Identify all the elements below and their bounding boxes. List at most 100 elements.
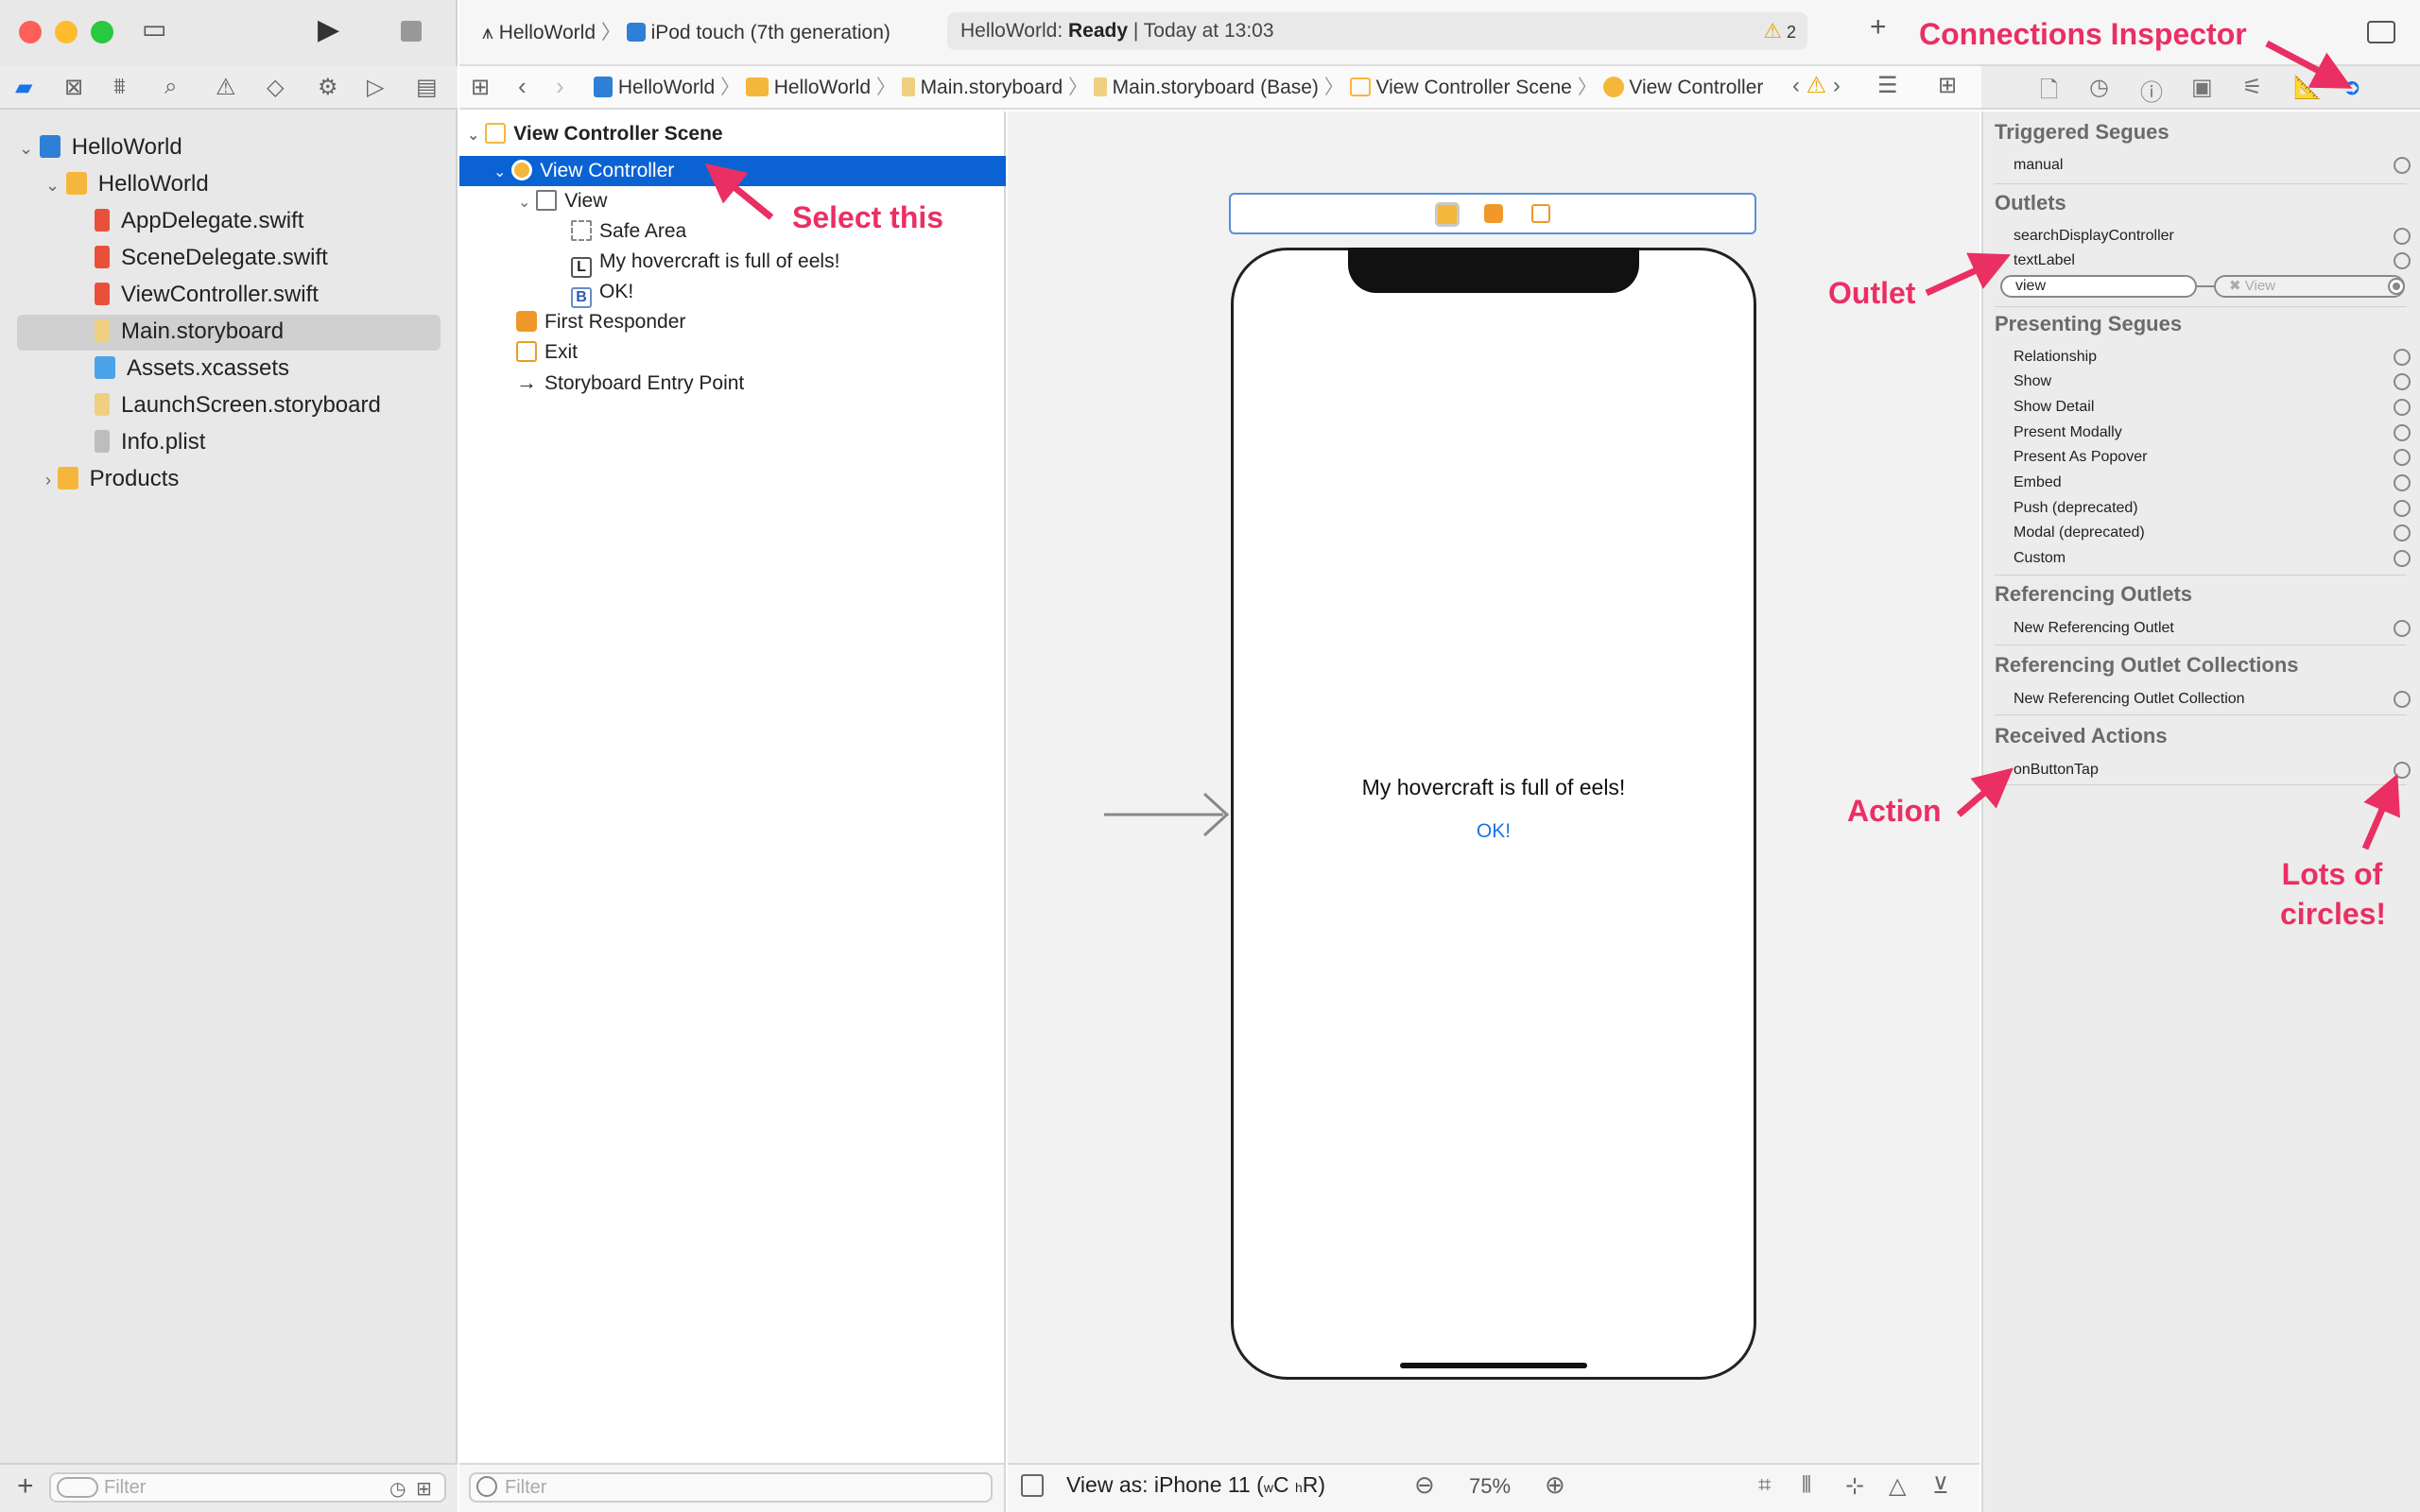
tree-item-file[interactable]: ViewController.swift: [95, 278, 319, 312]
minimize-window-button[interactable]: [55, 21, 78, 43]
outline-view[interactable]: ⌄ View: [518, 190, 608, 212]
tree-item-group[interactable]: ⌄ HelloWorld: [45, 171, 209, 197]
source-control-filter-icon[interactable]: ⊞: [416, 1479, 432, 1500]
connected-circle-icon[interactable]: [2388, 278, 2405, 295]
align-icon[interactable]: ⫴: [1802, 1472, 1812, 1498]
run-icon[interactable]: ▶: [318, 14, 340, 45]
search-icon[interactable]: ⌕: [164, 74, 178, 99]
outline-exit[interactable]: Exit: [516, 337, 578, 368]
tree-item-file[interactable]: Info.plist: [95, 425, 205, 459]
folder-icon[interactable]: ▰: [15, 75, 33, 100]
outline-safe-area[interactable]: Safe Area: [571, 216, 686, 247]
scheme-selector[interactable]: ⩚ HelloWorld 〉 iPod touch (7th generatio…: [482, 22, 890, 43]
tree-item-group[interactable]: › Products: [45, 466, 180, 491]
update-frames-icon[interactable]: ⌗: [1758, 1472, 1772, 1498]
file-inspector-icon[interactable]: 🗋: [2040, 77, 2059, 103]
tree-item-project[interactable]: ⌄ HelloWorld: [19, 134, 182, 160]
related-items-icon[interactable]: ⊞: [471, 75, 491, 100]
tree-item-file[interactable]: LaunchScreen.storyboard: [95, 388, 381, 422]
tree-item-file[interactable]: SceneDelegate.swift: [95, 241, 328, 275]
test-icon[interactable]: ◇: [267, 75, 285, 100]
connection-circle-icon[interactable]: [2394, 449, 2411, 466]
connection-circle-icon[interactable]: [2394, 762, 2411, 779]
filter-options-icon[interactable]: [57, 1477, 98, 1498]
connection-circle-icon[interactable]: [2394, 550, 2411, 567]
back-icon[interactable]: ‹: [518, 72, 527, 100]
dock-view-controller-icon[interactable]: [1435, 202, 1460, 227]
zoom-in-icon[interactable]: ⊕: [1545, 1470, 1565, 1499]
outline-view-controller[interactable]: ⌄ View Controller: [493, 160, 675, 181]
report-icon[interactable]: ▤: [416, 75, 438, 100]
view-icon: [536, 190, 558, 211]
connections-inspector-icon[interactable]: ➲: [2342, 75, 2362, 100]
warning-indicator[interactable]: ⚠ 2: [1763, 19, 1796, 43]
resolve-autolayout-icon[interactable]: △: [1889, 1473, 1907, 1499]
breadcrumb-item[interactable]: View Controller Scene: [1375, 77, 1572, 98]
outline-entry-point[interactable]: →Storyboard Entry Point: [516, 368, 744, 398]
breadcrumb-item[interactable]: HelloWorld: [773, 77, 872, 98]
connection-circle-icon[interactable]: [2394, 228, 2411, 245]
hovercraft-label[interactable]: My hovercraft is full of eels!: [1361, 775, 1626, 799]
outlet-target-pill[interactable]: ✖ View: [2214, 275, 2405, 298]
source-control-icon[interactable]: ⊠: [64, 75, 84, 100]
warning-icon: ⚠: [1806, 73, 1827, 98]
add-library-icon[interactable]: +: [1870, 11, 1887, 43]
tree-item-file[interactable]: Main.storyboard: [95, 315, 284, 349]
navigator-filter-input[interactable]: Filter: [49, 1472, 446, 1503]
outlet-view-pill[interactable]: view: [2000, 275, 2197, 298]
identity-inspector-icon[interactable]: ▣: [2191, 75, 2213, 100]
device-frame[interactable]: [1231, 248, 1756, 1380]
add-editor-icon[interactable]: ⊞: [1938, 73, 1958, 98]
history-inspector-icon[interactable]: ◷: [2089, 75, 2109, 100]
attributes-inspector-icon[interactable]: ⚟: [2242, 75, 2263, 100]
dock-exit-icon[interactable]: [1531, 204, 1550, 223]
add-constraints-icon[interactable]: ⊹: [1845, 1473, 1865, 1499]
outline-first-responder[interactable]: First Responder: [516, 307, 685, 337]
symbol-icon[interactable]: ⩩: [113, 74, 126, 99]
dock-first-responder-icon[interactable]: [1484, 204, 1503, 223]
breadcrumb-item[interactable]: Main.storyboard (Base): [1112, 77, 1319, 98]
issue-navigation[interactable]: ‹ ⚠ ›: [1792, 72, 1841, 99]
connection-circle-icon[interactable]: [2394, 500, 2411, 517]
chevron-right-icon: 〉: [1323, 77, 1344, 98]
inspector-toggle-icon[interactable]: [2367, 21, 2395, 43]
add-icon[interactable]: +: [17, 1470, 34, 1502]
connection-circle-icon[interactable]: [2394, 373, 2411, 390]
forward-icon[interactable]: ›: [556, 72, 564, 100]
issue-icon[interactable]: ⚠: [216, 75, 236, 100]
stop-icon[interactable]: [401, 21, 422, 42]
size-inspector-icon[interactable]: 📐: [2293, 75, 2322, 100]
connection-circle-icon[interactable]: [2394, 157, 2411, 174]
breakpoint-icon[interactable]: ▷: [367, 75, 385, 100]
editor-options-icon[interactable]: ☰: [1877, 73, 1898, 98]
view-as-selector[interactable]: View as: iPhone 11 (wC hR): [1066, 1472, 1326, 1497]
connection-circle-icon[interactable]: [2394, 474, 2411, 491]
recent-files-icon[interactable]: ◷: [389, 1479, 406, 1500]
breadcrumb-item[interactable]: HelloWorld: [617, 77, 716, 98]
outline-filter-input[interactable]: Filter: [469, 1472, 993, 1503]
tree-item-file[interactable]: AppDelegate.swift: [95, 204, 303, 238]
breadcrumb-item[interactable]: View Controller: [1629, 77, 1764, 98]
connection-circle-icon[interactable]: [2394, 524, 2411, 541]
embed-in-icon[interactable]: ⊻: [1932, 1473, 1949, 1499]
disconnect-icon[interactable]: ✖: [2229, 278, 2241, 294]
outline-scene[interactable]: ⌄ View Controller Scene: [467, 123, 723, 145]
connection-circle-icon[interactable]: [2394, 399, 2411, 416]
zoom-window-button[interactable]: [91, 21, 113, 43]
tree-item-file[interactable]: Assets.xcassets: [95, 352, 289, 386]
help-inspector-icon[interactable]: ⓘ: [2140, 80, 2163, 106]
connection-circle-icon[interactable]: [2394, 252, 2411, 269]
debug-icon[interactable]: ⚙: [318, 75, 338, 100]
connection-circle-icon[interactable]: [2394, 620, 2411, 637]
breadcrumb-item[interactable]: Main.storyboard: [920, 77, 1063, 98]
ok-button[interactable]: OK!: [1476, 820, 1512, 842]
connection-circle-icon[interactable]: [2394, 424, 2411, 441]
connection-circle-icon[interactable]: [2394, 691, 2411, 708]
zoom-out-icon[interactable]: ⊖: [1414, 1470, 1435, 1499]
close-window-button[interactable]: [19, 21, 42, 43]
sidebar-toggle-icon[interactable]: ▭: [142, 14, 167, 43]
connection-circle-icon[interactable]: [2394, 349, 2411, 366]
document-outline-toggle-icon[interactable]: [1021, 1474, 1044, 1497]
